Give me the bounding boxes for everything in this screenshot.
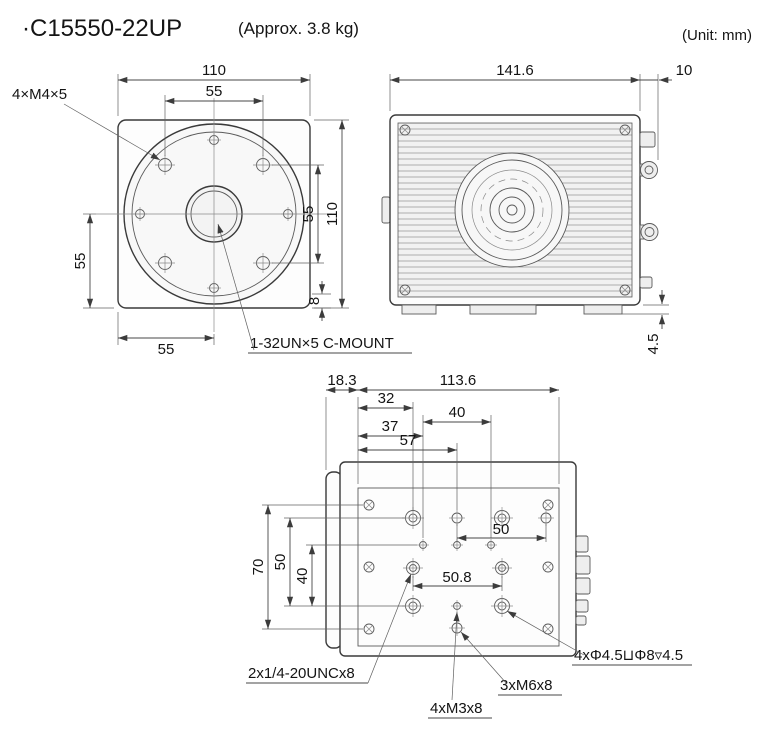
dim-text-bottom-57: 57 [400, 432, 417, 449]
dim-text-front-bottom: 55 [158, 341, 175, 358]
unit-label: (Unit: mm) [682, 27, 752, 44]
front-view: 110 55 55 110 55 [12, 62, 412, 358]
m6-holes-label: 3xM6x8 [500, 677, 553, 694]
side-view: 141.6 10 4.5 [381, 62, 692, 354]
bottom-mounting-plate [357, 487, 560, 647]
bottom-view: 18.3 113.6 32 40 37 57 [246, 372, 692, 719]
label-cbore: 4xΦ4.5⊔Φ8▿4.5 [506, 610, 692, 666]
dim-front-bottom-55: 55 [117, 312, 215, 358]
side-front-lip [381, 196, 391, 224]
dim-text-side-foot: 4.5 [645, 334, 662, 355]
dim-side-foot-45: 4.5 [622, 290, 669, 354]
bottom-connector-4 [575, 599, 589, 613]
dim-front-flange-8: 8 [306, 281, 331, 321]
cmount-label: 1-32UN×5 C-MOUNT [250, 335, 394, 352]
dim-text-front-hole-v: 55 [300, 206, 317, 223]
dim-side-connector-10: 10 [640, 62, 692, 160]
connector-round-2-pin [644, 227, 655, 237]
dim-text-bottom-40h: 40 [449, 404, 466, 421]
dim-bottom-40v: 40 [294, 544, 417, 606]
dim-text-bottom-32: 32 [378, 390, 395, 407]
model-title: ·C15550-22UP [22, 15, 182, 42]
dim-text-bottom-40v: 40 [294, 568, 311, 585]
dim-bottom-40h: 40 [422, 404, 492, 538]
dim-bottom-50v: 50 [272, 517, 405, 607]
dim-bottom-offset-183: 18.3 [325, 372, 358, 470]
foot-center [469, 304, 537, 315]
bottom-connector-5 [575, 615, 587, 626]
foot-left [401, 304, 437, 315]
dim-front-left-55: 55 [72, 213, 114, 309]
side-feet [401, 304, 623, 315]
label-unc: 2x1/4-20UNCx8 [246, 573, 412, 684]
bottom-connectors [575, 535, 591, 626]
unc-holes-label: 2x1/4-20UNCx8 [248, 665, 355, 682]
dim-text-bottom-offset: 18.3 [327, 372, 356, 389]
weight-label: (Approx. 3.8 kg) [238, 19, 359, 38]
dim-bottom-50h: 50 [456, 521, 547, 542]
connector-round-1-pin [644, 165, 654, 175]
dim-bottom-70: 70 [250, 504, 363, 630]
dim-bottom-57: 57 [358, 432, 458, 510]
dim-front-hole-spacing-h-55: 55 [164, 83, 264, 156]
dim-text-bottom-37: 37 [382, 418, 399, 435]
side-connectors [639, 131, 659, 289]
dim-text-bottom-plate: 113.6 [440, 372, 476, 389]
dim-front-width-110: 110 [117, 62, 311, 116]
bottom-connector-1 [575, 535, 589, 553]
dim-text-front-flange: 8 [306, 297, 323, 305]
dim-text-front-hole-h: 55 [206, 83, 223, 100]
bottom-body-outline [339, 461, 577, 657]
dim-front-hole-spacing-v-55: 55 [272, 164, 324, 264]
m3-holes-label: 4xM3x8 [430, 700, 483, 717]
dim-bottom-508: 50.8 [412, 569, 503, 591]
bottom-connector-3 [575, 577, 591, 595]
connector-port-2 [639, 276, 653, 289]
dim-text-front-width: 110 [202, 62, 226, 79]
m4-holes-label: 4×M4×5 [12, 86, 67, 103]
label-m3: 4xM3x8 [428, 611, 492, 719]
dim-text-bottom-50h: 50 [493, 521, 510, 538]
dim-text-bottom-70: 70 [250, 559, 267, 576]
dim-text-bottom-508: 50.8 [442, 569, 471, 586]
dim-bottom-37: 37 [358, 418, 423, 440]
header: ·C15550-22UP (Approx. 3.8 kg) (Unit: mm) [22, 15, 752, 44]
dim-text-front-left: 55 [72, 253, 89, 270]
bottom-connector-2 [575, 555, 591, 575]
foot-right [583, 304, 623, 315]
dim-text-side-connector: 10 [676, 62, 693, 79]
dim-bottom-32: 32 [358, 390, 414, 511]
cooling-fan [454, 152, 570, 268]
dim-text-front-height: 110 [324, 202, 341, 226]
connector-port-1 [639, 131, 656, 148]
counterbore-holes-label: 4xΦ4.5⊔Φ8▿4.5 [574, 647, 683, 664]
label-front-cmount: 1-32UN×5 C-MOUNT [217, 223, 412, 354]
label-front-m4: 4×M4×5 [12, 86, 161, 161]
connector-round-1 [640, 161, 658, 179]
dim-side-length-1416: 141.6 [389, 62, 641, 111]
label-m6: 3xM6x8 [460, 631, 562, 696]
connector-round-2 [640, 223, 659, 241]
dim-text-bottom-50v: 50 [272, 554, 289, 571]
dim-bottom-plate-1136: 113.6 [357, 372, 560, 484]
dim-text-side-length: 141.6 [496, 62, 534, 79]
